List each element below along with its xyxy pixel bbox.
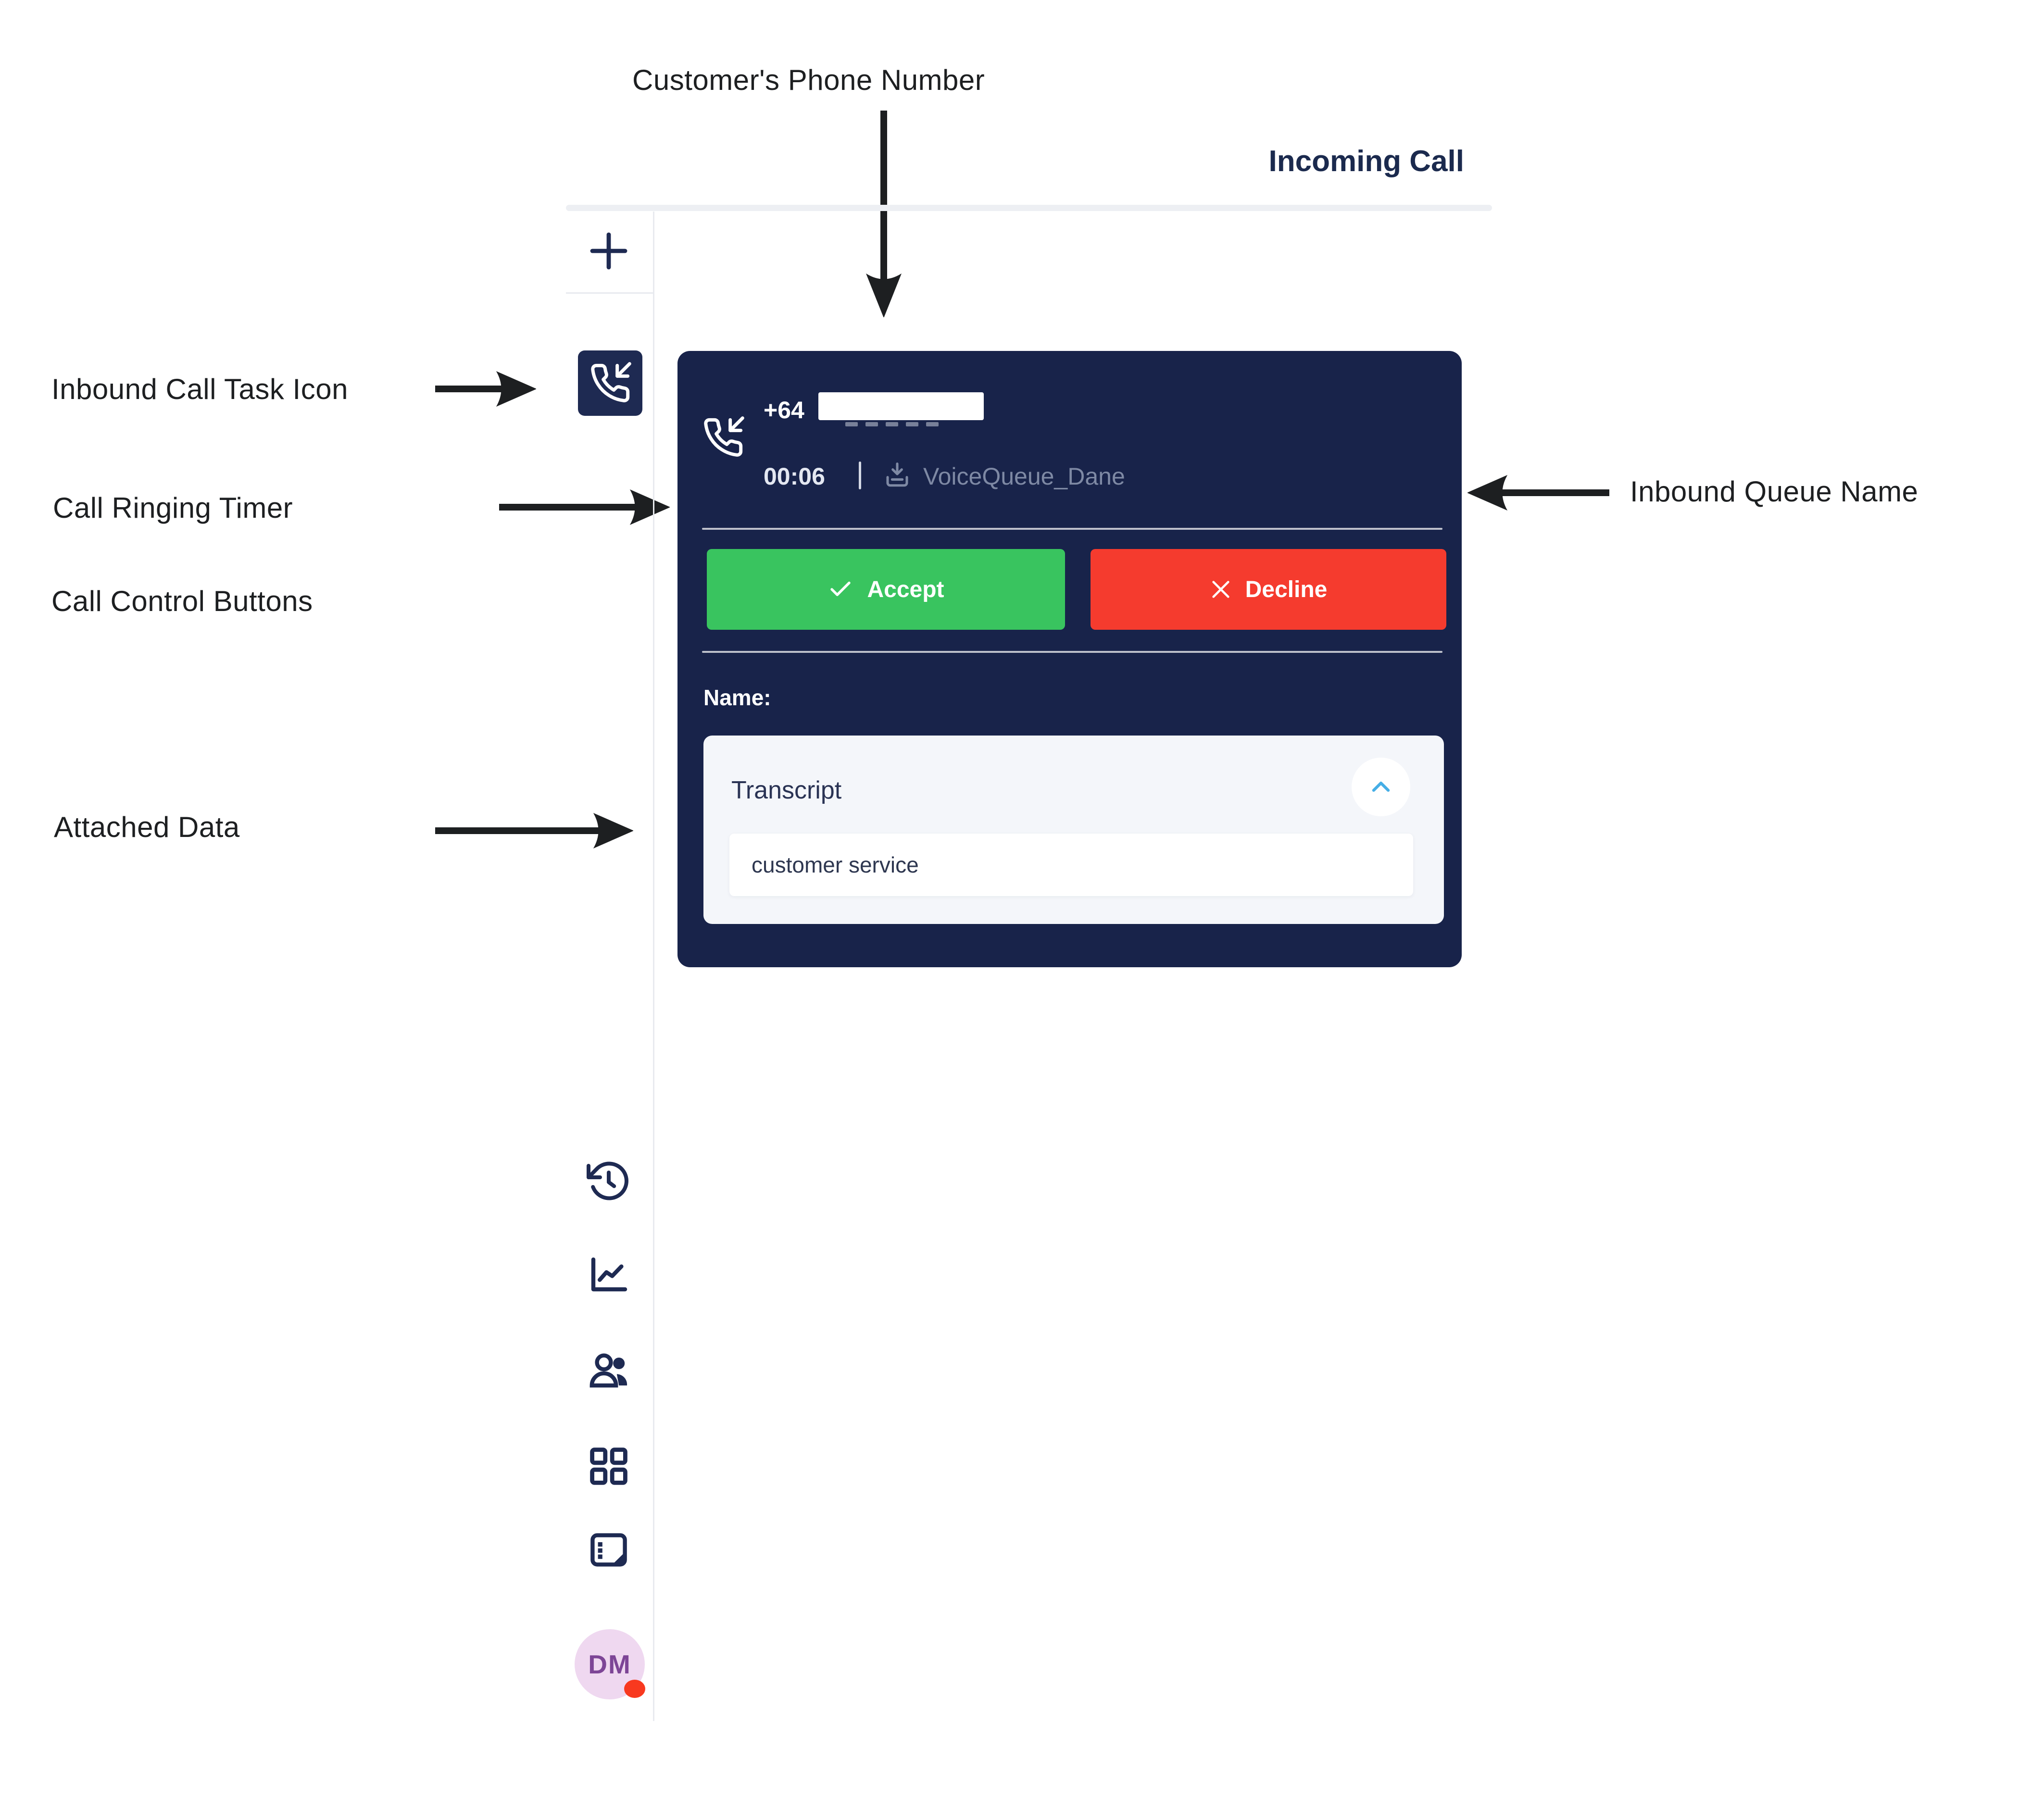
header-divider bbox=[566, 205, 1492, 211]
inbound-call-task-button[interactable] bbox=[578, 350, 642, 416]
incoming-call-card: +64 00:06 VoiceQueue_Dane Accept Decline… bbox=[677, 351, 1462, 967]
timer-separator bbox=[859, 462, 861, 489]
arrow-left-to-queue-name bbox=[1467, 474, 1609, 511]
arrow-right-to-attached-data bbox=[435, 812, 633, 849]
redacted-digits bbox=[845, 422, 939, 426]
history-icon[interactable] bbox=[586, 1158, 632, 1204]
sidebar-section-divider bbox=[566, 292, 653, 294]
plus-icon[interactable] bbox=[586, 228, 632, 274]
queue-icon bbox=[886, 462, 908, 487]
insights-chart-icon[interactable] bbox=[586, 1252, 632, 1298]
decline-label: Decline bbox=[1245, 576, 1328, 602]
transcript-value: customer service bbox=[752, 852, 919, 877]
transcript-value-box: customer service bbox=[729, 834, 1413, 896]
arrow-down-to-phone-number bbox=[865, 111, 902, 317]
annotation-call-control-buttons: Call Control Buttons bbox=[51, 585, 313, 617]
decline-button[interactable]: Decline bbox=[1091, 549, 1446, 630]
annotation-inbound-call-task-icon: Inbound Call Task Icon bbox=[51, 373, 348, 405]
teams-icon[interactable] bbox=[586, 1348, 632, 1394]
inbound-call-icon bbox=[591, 362, 631, 402]
accept-label: Accept bbox=[867, 576, 944, 602]
call-ringing-timer: 00:06 bbox=[764, 463, 825, 490]
arrow-right-to-ring-timer bbox=[499, 489, 670, 525]
transcript-title: Transcript bbox=[731, 776, 842, 804]
card-divider-bottom bbox=[702, 651, 1442, 653]
accept-button[interactable]: Accept bbox=[707, 549, 1065, 630]
attached-data-name-label: Name: bbox=[703, 685, 771, 710]
chevron-up-icon bbox=[1372, 781, 1390, 792]
x-icon bbox=[1212, 581, 1229, 598]
card-divider-top bbox=[702, 528, 1442, 530]
customer-phone-number: +64 bbox=[764, 397, 804, 424]
inbound-queue-name: VoiceQueue_Dane bbox=[923, 463, 1125, 490]
dashboard-grid-icon[interactable] bbox=[586, 1443, 632, 1489]
page-title: Incoming Call bbox=[1268, 145, 1464, 178]
collapse-transcript-button[interactable] bbox=[1352, 758, 1410, 816]
annotation-inbound-queue-name: Inbound Queue Name bbox=[1630, 475, 1919, 508]
redacted-phone-number bbox=[818, 392, 984, 420]
annotation-attached-data: Attached Data bbox=[54, 811, 240, 843]
incoming-phone-icon bbox=[704, 416, 744, 457]
check-icon bbox=[830, 581, 851, 596]
sidebar-divider bbox=[653, 212, 654, 1721]
notes-icon[interactable] bbox=[586, 1527, 632, 1573]
annotation-customer-phone-number: Customer's Phone Number bbox=[632, 64, 985, 96]
annotation-call-ringing-timer: Call Ringing Timer bbox=[53, 492, 293, 524]
transcript-panel: Transcript customer service bbox=[703, 736, 1444, 924]
arrow-right-to-task-icon bbox=[435, 371, 536, 407]
presence-indicator bbox=[624, 1680, 645, 1698]
